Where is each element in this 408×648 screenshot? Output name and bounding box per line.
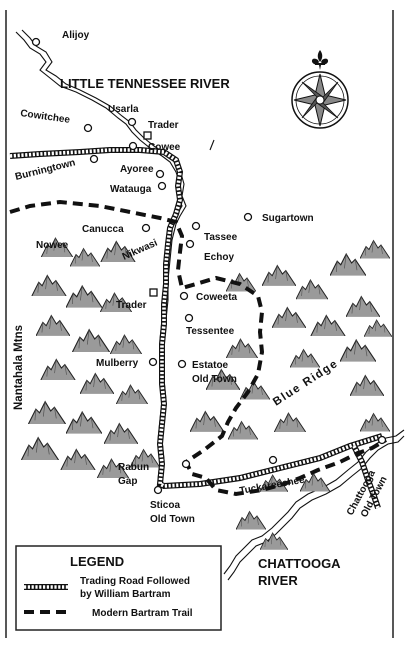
town-label-estatoe-line1: Estatoe [192, 360, 229, 371]
town-markers [31, 37, 387, 495]
legend: LEGEND Trading Road Followed by William … [15, 545, 222, 631]
town-marker-echoy [185, 239, 195, 249]
fleur-de-lis-icon [311, 50, 329, 70]
town-marker-canucca [141, 223, 151, 233]
town-label-ayoree: Ayoree [120, 164, 154, 175]
modern-bartram-trail [9, 199, 387, 497]
town-label-sticoa-line2: Old Town [150, 514, 195, 525]
town-label-sticoa-line1: Sticoa [150, 500, 180, 511]
trading-road-rail-inner [9, 148, 383, 488]
town-marker-rabun-gap [181, 459, 191, 469]
town-marker-tessentee [184, 313, 194, 323]
town-label-rabun-line1: Rabun [118, 462, 149, 473]
town-marker-cowitchee [83, 123, 93, 133]
chattooga-river-label-line1: CHATTOOGA [258, 556, 341, 571]
town-label-cowitchee: Cowitchee [20, 108, 71, 126]
nantahala-mtns-label: Nantahala Mtns [13, 325, 25, 410]
town-label-alijoy: Alijoy [62, 30, 90, 41]
town-marker-tuckareechee [268, 455, 278, 465]
little-tennessee-river-label: LITTLE TENNESSEE RIVER [60, 76, 230, 91]
town-marker-burningtown [89, 154, 99, 164]
town-marker-mulberry [148, 357, 158, 367]
town-marker-chattooga-old-town [377, 435, 387, 445]
town-marker-sticoa [153, 485, 163, 495]
town-label-trader-south: Trader [116, 300, 147, 311]
town-marker-coweeta [179, 291, 189, 301]
town-label-nikwasi: Nikwasi [121, 237, 160, 262]
town-label-estatoe-line2: Old Town [192, 374, 237, 385]
legend-trading-road-line1: Trading Road Followed [80, 576, 190, 587]
town-label-mulberry: Mulberry [96, 358, 139, 369]
town-label-burningtown: Burningtown [14, 157, 76, 183]
town-marker-tassee [191, 221, 201, 231]
town-label-nowee: Nowee [36, 240, 69, 251]
legend-title: LEGEND [70, 554, 124, 569]
town-label-sugartown: Sugartown [262, 213, 314, 224]
compass-rose [291, 50, 349, 129]
legend-trading-road-line2: by William Bartram [80, 589, 171, 600]
legend-modern-trail-label: Modern Bartram Trail [92, 608, 193, 619]
town-marker-estatoe [177, 359, 187, 369]
town-label-cowee: Cowee [148, 142, 181, 153]
town-marker-trader-north [143, 131, 152, 140]
town-label-echoy: Echoy [204, 252, 234, 263]
nantahala-mountains [20, 237, 160, 478]
town-marker-usarla [127, 117, 137, 127]
town-label-tassee: Tassee [204, 232, 238, 243]
town-label-tessentee: Tessentee [186, 326, 235, 337]
town-label-trader-north: Trader [148, 120, 179, 131]
town-label-coweeta: Coweeta [196, 292, 238, 303]
trading-road-branch-inner [352, 445, 380, 509]
town-label-watauga: Watauga [110, 184, 152, 195]
town-label-canucca: Canucca [82, 224, 124, 235]
town-marker-watauga [157, 181, 167, 191]
town-marker-ayoree [155, 169, 165, 179]
town-label-usarla: Usarla [108, 104, 139, 115]
town-marker-alijoy [31, 37, 41, 47]
legend-box [15, 545, 222, 631]
town-marker-trader-south [149, 288, 158, 297]
town-marker-sugartown [243, 212, 253, 222]
town-label-rabun-line2: Gap [118, 476, 137, 487]
chattooga-river-label-line2: RIVER [258, 573, 298, 588]
town-marker-cowee [128, 141, 138, 151]
